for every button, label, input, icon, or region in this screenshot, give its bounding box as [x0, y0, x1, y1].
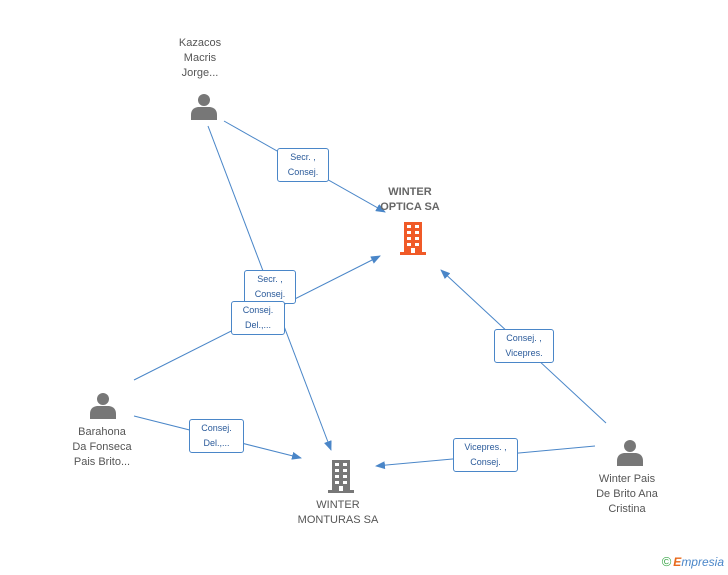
brand-name: mpresia [681, 555, 724, 569]
person-label-kazacos: Kazacos Macris Jorge... [178, 37, 222, 79]
edge-label-pais-monturas[interactable]: Vicepres. , Consej. [453, 438, 518, 472]
person-icon[interactable] [189, 91, 219, 121]
edge-label-pais-optica[interactable]: Consej. , Vicepres. [494, 329, 554, 363]
building-icon[interactable] [325, 459, 357, 493]
person-icon[interactable] [615, 437, 645, 467]
person-icon[interactable] [88, 390, 118, 420]
person-label-winter-pais: Winter Pais De Brito Ana Cristina [596, 473, 658, 515]
empresia-logo: ©Empresia [662, 554, 724, 569]
company-label-winter-monturas: WINTER MONTURAS SA [297, 499, 379, 526]
edge-label-kazacos-optica[interactable]: Secr. , Consej. [277, 148, 329, 182]
person-label-barahona: Barahona Da Fonseca Pais Brito... [72, 426, 132, 468]
edge-label-barahona-monturas[interactable]: Consej. Del.,... [189, 419, 244, 453]
building-icon[interactable] [397, 221, 429, 255]
company-label-winter-optica: WINTER OPTICA SA [380, 186, 440, 213]
brand-initial: E [673, 555, 682, 569]
copyright-symbol: © [661, 554, 672, 569]
edge-label-barahona-optica[interactable]: Consej. Del.,... [231, 301, 285, 335]
edge-label-kazacos-monturas[interactable]: Secr. , Consej. [244, 270, 296, 304]
